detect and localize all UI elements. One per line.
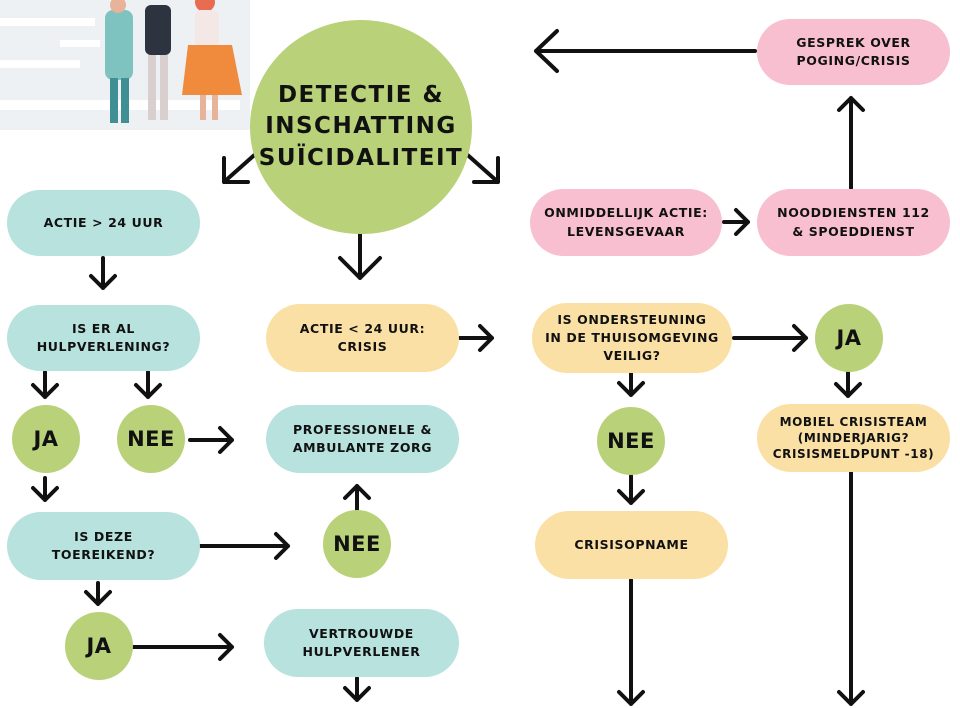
arrow-center-down [338, 230, 382, 280]
arrow-nee-prof [188, 426, 234, 454]
node-is-deze-toereikend: IS DEZE TOEREIKEND? [7, 512, 200, 580]
node-vertrouwde-hulpverlener: VERTROUWDE HULPVERLENER [264, 609, 459, 677]
node-onmiddellijk-actie: ONMIDDELLIJK ACTIE: LEVENSGEVAAR [530, 189, 722, 256]
arrow-ja-mobiel [834, 369, 862, 398]
arrow-hulp-nee [134, 370, 162, 399]
node-nee-ondersteuning: NEE [597, 407, 665, 475]
node-nee-hulpverlening: NEE [117, 405, 185, 473]
node-is-er-al-hulpverlening: IS ER AL HULPVERLENING? [7, 305, 200, 371]
node-crisisopname: CRISISOPNAME [535, 511, 728, 579]
arrow-gesprek-left [534, 29, 757, 73]
arrow-hulp-ja [31, 370, 59, 399]
people-illustration [0, 0, 250, 130]
arrow-crisis-right [458, 324, 494, 352]
arrow-crisisopname-down [617, 578, 645, 706]
arrow-toereikend-ja [84, 581, 112, 606]
node-actie-meer-24-uur: ACTIE > 24 UUR [7, 190, 200, 256]
node-gesprek-over-poging: GESPREK OVER POGING/CRISIS [757, 19, 950, 85]
arrow-actie24-down [89, 256, 117, 290]
node-nooddiensten-112: NOODDIENSTEN 112 & SPOEDDIENST [757, 189, 950, 256]
node-nee-toereikend: NEE [323, 510, 391, 578]
arrow-onmiddellijk-nood [722, 208, 750, 236]
arrow-ja-vertrouwde [131, 633, 234, 661]
arrow-ondersteuning-nee [617, 370, 645, 397]
arrow-vertrouwde-down [343, 676, 371, 702]
arrow-mobiel-down [837, 470, 865, 706]
node-ja-toereikend: JA [65, 612, 133, 680]
arrow-toereikend-nee [198, 532, 290, 560]
node-actie-minder-24-uur-crisis: ACTIE < 24 UUR: CRISIS [266, 304, 459, 372]
node-professionele-ambulante-zorg: PROFESSIONELE & AMBULANTE ZORG [266, 405, 459, 473]
arrow-nee-prof-up [343, 484, 371, 512]
arrow-nood-gesprek [837, 96, 865, 190]
center-node-detectie: DETECTIE & INSCHATTING SUÏCIDALITEIT [250, 20, 472, 234]
node-ja-ondersteuning: JA [815, 304, 883, 372]
node-mobiel-crisisteam: MOBIEL CRISISTEAM (MINDERJARIG? CRISISME… [757, 404, 950, 472]
node-ja-hulpverlening: JA [12, 405, 80, 473]
arrow-ondersteuning-ja [732, 324, 808, 352]
arrow-nee-crisisopname [617, 474, 645, 505]
node-is-ondersteuning-veilig: IS ONDERSTEUNING IN DE THUISOMGEVING VEI… [532, 303, 732, 373]
arrow-ja-toereikend [31, 476, 59, 502]
